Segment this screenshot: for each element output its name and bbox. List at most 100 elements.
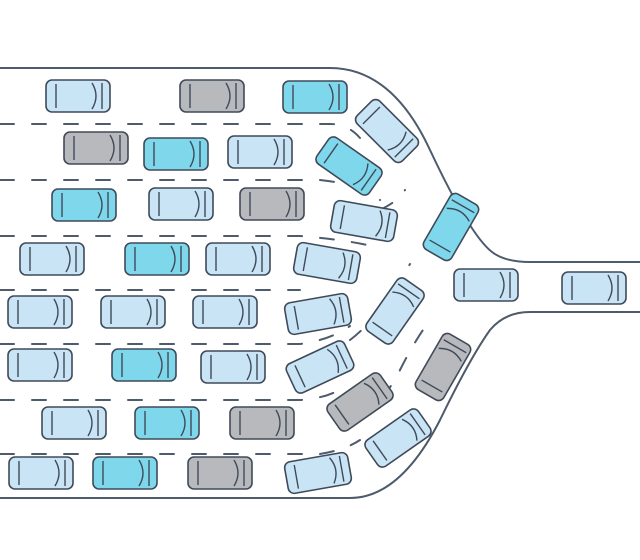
car-hood-line	[335, 344, 348, 369]
car-hood-line	[338, 455, 345, 482]
car-2	[179, 79, 245, 113]
car-windshield	[146, 298, 152, 326]
car-hood-line	[371, 377, 388, 400]
car-23	[92, 456, 158, 490]
car-38	[561, 271, 627, 305]
car-9	[239, 187, 305, 221]
car-windshield	[194, 190, 200, 218]
car-windshield	[233, 459, 239, 487]
car-17	[111, 348, 177, 382]
car-rear-window	[421, 379, 443, 393]
car-windshield	[53, 351, 59, 379]
car-hood-line	[338, 296, 345, 323]
car-windshield	[273, 138, 279, 166]
lane-mark-9	[349, 263, 411, 341]
car-24	[187, 456, 253, 490]
car-14	[100, 295, 166, 329]
car-33	[414, 332, 472, 402]
lane-mark-3	[0, 235, 381, 249]
car-windshield	[285, 190, 291, 218]
cars	[7, 79, 627, 495]
car-13	[7, 295, 73, 329]
car-10	[19, 242, 85, 276]
car-windshield	[607, 274, 613, 302]
road-top-edge	[0, 67, 640, 263]
car-28	[422, 192, 480, 262]
car-windshield	[363, 382, 380, 405]
car-32	[453, 268, 519, 302]
lane-mark-7	[0, 439, 361, 455]
car-19	[41, 406, 107, 440]
car-windshield	[392, 291, 415, 308]
car-hood-line	[409, 413, 426, 436]
lane-mark-1	[0, 123, 361, 139]
car-22	[8, 456, 74, 490]
car-hood-line	[397, 283, 420, 300]
car-6	[227, 135, 293, 169]
car-windshield	[329, 298, 337, 325]
car-rear-window	[302, 247, 309, 272]
car-windshield	[225, 82, 231, 110]
lane-mark-5	[0, 325, 351, 345]
car-windshield	[97, 191, 103, 219]
car-36	[364, 408, 432, 468]
car-34	[285, 340, 355, 394]
car-hood-line	[347, 254, 354, 281]
car-hood-line	[360, 168, 377, 191]
car-3	[282, 80, 348, 114]
car-windshield	[401, 418, 418, 441]
car-16	[7, 348, 73, 382]
car-37	[283, 451, 353, 495]
car-windshield	[375, 210, 383, 237]
car-rear-window	[294, 365, 306, 388]
car-windshield	[65, 245, 71, 273]
car-11	[124, 242, 190, 276]
car-rear-window	[293, 305, 300, 330]
car-31	[365, 277, 425, 345]
car-hood-line	[394, 138, 414, 158]
car-windshield	[246, 353, 252, 381]
car-25	[354, 98, 420, 164]
car-windshield	[54, 459, 60, 487]
car-windshield	[109, 134, 115, 162]
car-hood-line	[384, 212, 391, 239]
car-windshield	[338, 252, 346, 279]
car-windshield	[438, 347, 462, 362]
car-windshield	[329, 457, 337, 484]
car-rear-window	[362, 106, 381, 125]
car-rear-window	[323, 143, 339, 164]
car-21	[229, 406, 295, 440]
car-35	[326, 372, 394, 432]
car-windshield	[170, 245, 176, 273]
car-rear-window	[372, 321, 393, 337]
car-windshield	[157, 351, 163, 379]
car-rear-window	[334, 404, 350, 425]
car-15	[192, 295, 258, 329]
car-rear-window	[293, 464, 300, 489]
car-4	[63, 131, 129, 165]
car-windshield	[352, 163, 369, 186]
car-hood-line	[443, 339, 467, 354]
car-20	[134, 406, 200, 440]
car-windshield	[238, 298, 244, 326]
car-windshield	[446, 207, 470, 222]
car-26	[315, 136, 383, 196]
car-windshield	[189, 140, 195, 168]
car-rear-window	[429, 239, 451, 253]
car-30	[283, 292, 353, 336]
road-bottom-edge	[0, 311, 640, 499]
car-7	[51, 188, 117, 222]
car-18	[200, 350, 266, 384]
car-12	[205, 242, 271, 276]
car-hood-line	[451, 199, 475, 214]
car-rear-window	[372, 440, 388, 461]
car-windshield	[499, 271, 505, 299]
lane-mark-6	[0, 385, 346, 401]
car-windshield	[326, 348, 340, 373]
car-windshield	[91, 82, 97, 110]
car-windshield	[328, 83, 334, 111]
car-rear-window	[339, 205, 346, 230]
car-windshield	[138, 459, 144, 487]
car-29	[292, 241, 362, 285]
